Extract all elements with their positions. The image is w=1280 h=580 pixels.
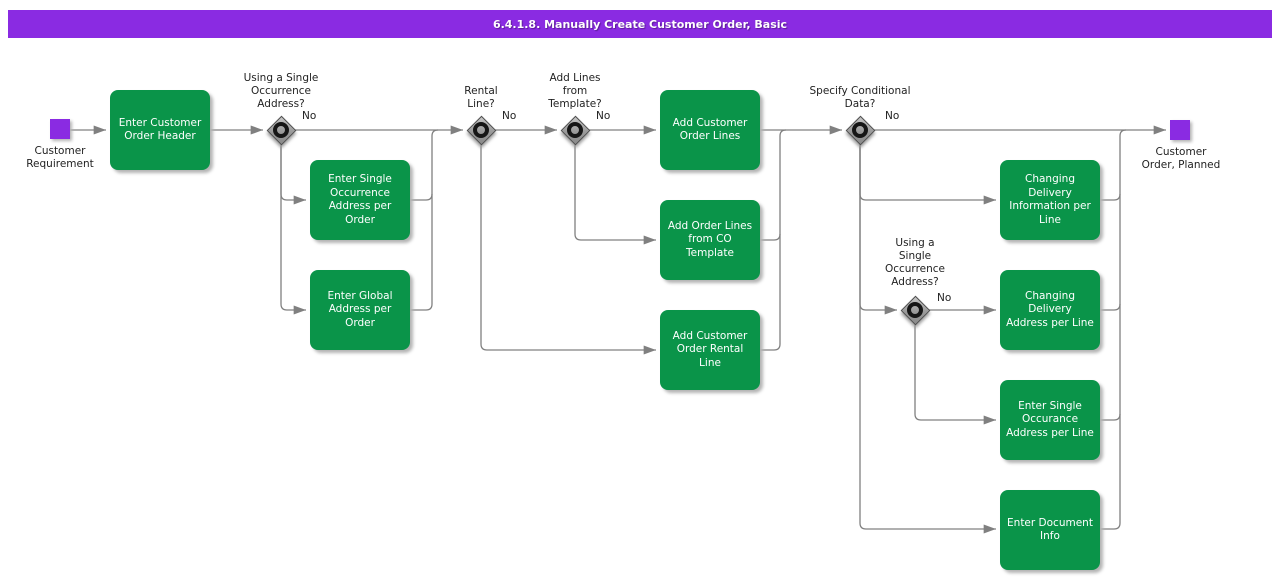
task-enter-customer-order-header[interactable]: Enter Customer Order Header [110, 90, 210, 170]
task-enter-single-occurrence-address-per-order[interactable]: Enter Single Occurrence Address per Orde… [310, 160, 410, 240]
task-add-customer-order-rental-line[interactable]: Add Customer Order Rental Line [660, 310, 760, 390]
task-enter-document-info[interactable]: Enter Document Info [1000, 490, 1100, 570]
no-branch-label: No [885, 110, 900, 122]
decision-question-label: Using a Single Occurrence Address? [243, 72, 319, 110]
task-changing-delivery-information-per-line[interactable]: Changing Delivery Information per Line [1000, 160, 1100, 240]
decision-specify-conditional-data[interactable] [845, 115, 876, 146]
no-branch-label: No [596, 110, 611, 122]
start-event-square[interactable] [50, 119, 70, 139]
no-branch-label: No [937, 292, 952, 304]
decision-question-label: Specify Conditional Data? [809, 85, 911, 110]
decision-using-single-occurrence-address-line[interactable] [900, 295, 931, 326]
task-add-order-lines-from-co-template[interactable]: Add Order Lines from CO Template [660, 200, 760, 280]
gateway-circle-icon [852, 122, 868, 138]
diagram-title-bar: 6.4.1.8. Manually Create Customer Order,… [8, 10, 1272, 38]
task-changing-delivery-address-per-line[interactable]: Changing Delivery Address per Line [1000, 270, 1100, 350]
no-branch-label: No [302, 110, 317, 122]
decision-rental-line[interactable] [466, 115, 497, 146]
no-branch-label: No [502, 110, 517, 122]
decision-using-single-occurrence-address-order[interactable] [266, 115, 297, 146]
gateway-circle-icon [473, 122, 489, 138]
decision-question-label: Rental Line? [464, 85, 498, 110]
task-enter-global-address-per-order[interactable]: Enter Global Address per Order [310, 270, 410, 350]
task-add-customer-order-lines[interactable]: Add Customer Order Lines [660, 90, 760, 170]
gateway-circle-icon [273, 122, 289, 138]
decision-question-label: Add Lines from Template? [548, 72, 602, 110]
gateway-circle-icon [907, 302, 923, 318]
start-event-label: Customer Requirement [26, 145, 94, 170]
decision-add-lines-from-template[interactable] [560, 115, 591, 146]
gateway-circle-icon [567, 122, 583, 138]
end-event-square[interactable] [1170, 120, 1190, 140]
end-event-label: Customer Order, Planned [1141, 146, 1221, 171]
task-enter-single-occurance-address-per-line[interactable]: Enter Single Occurance Address per Line [1000, 380, 1100, 460]
decision-question-label: Using a Single Occurrence Address? [884, 237, 946, 288]
